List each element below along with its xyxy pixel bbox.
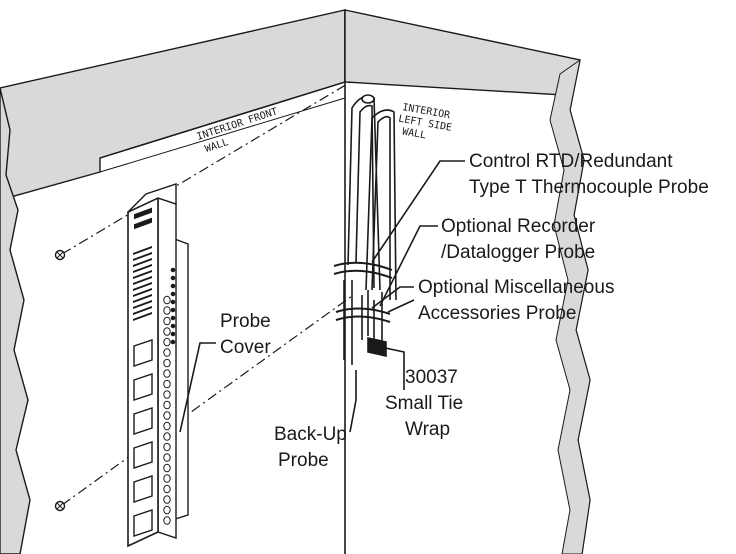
cover-dot	[170, 331, 176, 337]
cover-dot	[170, 275, 176, 281]
vent-slot	[133, 270, 152, 279]
vent-slot	[133, 252, 152, 261]
probe-cover-label-line1: Probe	[220, 311, 271, 332]
cover-hole	[163, 327, 171, 336]
vent-slot	[133, 300, 152, 309]
cover-hole	[163, 453, 171, 462]
cover-hole	[163, 316, 171, 326]
cover-hole	[163, 442, 171, 452]
probe-bundle	[333, 94, 397, 365]
cover-hole	[163, 295, 171, 305]
cover-window	[133, 339, 153, 367]
cover-hole	[163, 474, 171, 483]
cover-dot	[170, 267, 176, 273]
vent-slot	[133, 276, 152, 285]
cover-hole	[163, 390, 171, 399]
tie-wrap-label-line1: 30037	[405, 367, 458, 388]
cover-hole	[163, 379, 171, 389]
cover-dot	[170, 307, 176, 313]
cover-hole	[163, 400, 171, 410]
vent-slot	[133, 294, 152, 303]
cover-dot	[170, 291, 176, 297]
probe-cover-assembly	[127, 183, 189, 548]
cover-dot	[170, 323, 176, 329]
backup-probe-label-line2: Probe	[278, 450, 329, 471]
vent-slot	[133, 264, 152, 273]
vent-slot	[133, 258, 152, 267]
vent-slot	[133, 282, 152, 291]
interior-left-side-wall	[344, 0, 736, 554]
cover-window	[133, 441, 153, 469]
cover-hole	[163, 337, 171, 347]
tie-wrap-label-line3: Wrap	[405, 419, 450, 440]
cover-hole	[163, 369, 171, 378]
vent-slot	[133, 246, 152, 255]
leader-arrowheads	[376, 341, 384, 351]
recorder-probe-label-line1: Optional Recorder	[441, 216, 596, 237]
cover-window	[133, 407, 153, 435]
cover-hole	[163, 306, 171, 315]
mounting-screw-top	[54, 249, 66, 261]
cover-window	[133, 509, 153, 537]
vent-slot	[133, 306, 152, 315]
cover-hole	[163, 348, 171, 357]
mounting-alignment-lines	[61, 79, 355, 506]
cover-window	[133, 475, 153, 503]
probe-cover-windows	[133, 339, 153, 537]
vent-slot	[133, 288, 152, 297]
cover-dot	[170, 315, 176, 321]
backup-probe-label-line1: Back-Up	[274, 424, 347, 445]
mounting-screw-bottom	[54, 500, 66, 512]
cover-window	[133, 373, 153, 401]
probe-cover-holes	[163, 267, 176, 525]
control-probe-label-line1: Control RTD/Redundant	[469, 151, 673, 172]
cover-dot	[170, 283, 176, 289]
probe-cover-vents	[133, 246, 152, 321]
cover-dot	[170, 299, 176, 305]
cover-hole	[163, 505, 171, 515]
cover-hole	[163, 516, 171, 525]
control-probe-label-line2: Type T Thermocouple Probe	[469, 177, 709, 198]
cover-hole	[163, 358, 171, 368]
recorder-probe-label-line2: /Datalogger Probe	[441, 242, 595, 263]
cover-dot	[170, 339, 176, 345]
cover-hole	[163, 432, 171, 441]
misc-probe-label-line2: Accessories Probe	[418, 303, 576, 324]
probe-cover-label-line2: Cover	[220, 337, 271, 358]
cover-hole	[163, 421, 171, 431]
vent-slot	[133, 312, 152, 321]
leader-lines	[179, 160, 465, 433]
cover-hole	[163, 463, 171, 473]
cover-hole	[163, 411, 171, 420]
cover-hole	[163, 484, 171, 494]
misc-probe-label-line1: Optional Miscellaneous	[418, 277, 614, 298]
cover-hole	[163, 495, 171, 504]
tie-wrap-label-line2: Small Tie	[385, 393, 463, 414]
side-wall-label-line3: WALL	[401, 126, 427, 141]
